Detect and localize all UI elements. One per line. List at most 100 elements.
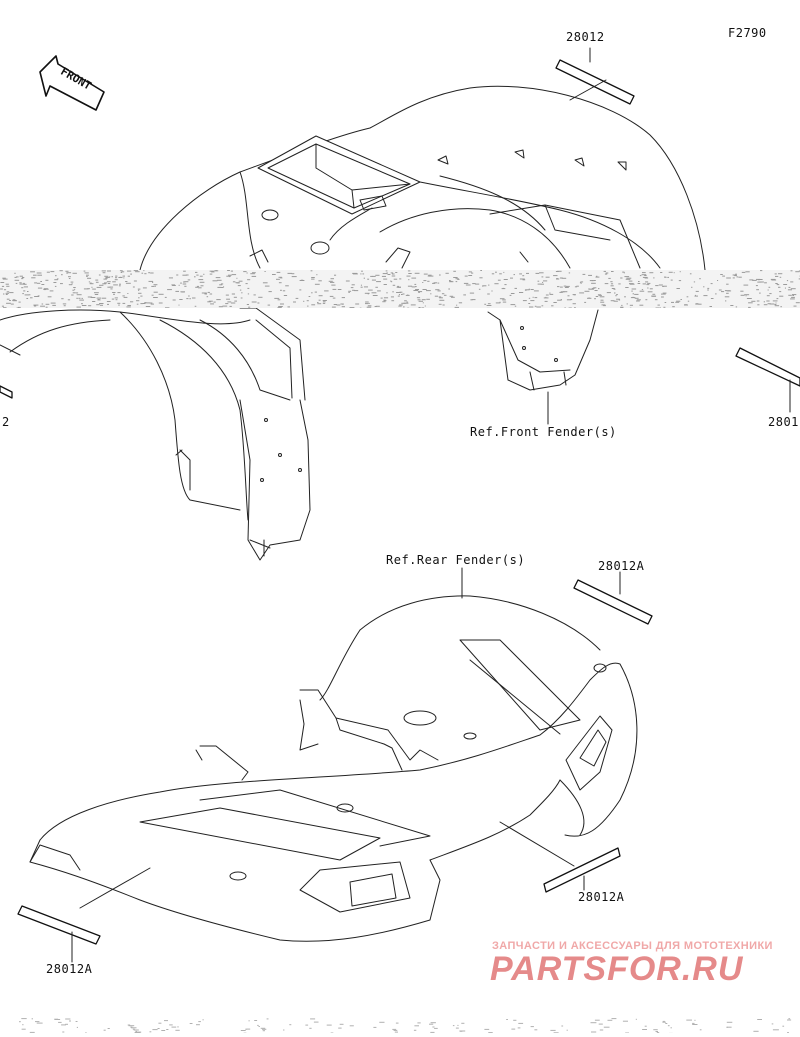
noise-speck [450,296,454,297]
noise-speck [417,297,420,298]
noise-speck [211,271,214,272]
noise-speck [535,306,537,307]
noise-speck [515,306,516,307]
noise-speck [684,304,687,305]
noise-speck [506,1019,508,1020]
noise-speck [636,1019,637,1020]
noise-speck [415,273,420,274]
noise-speck [645,281,648,282]
noise-speck [518,1023,523,1024]
noise-speck [169,1024,173,1025]
noise-speck [324,290,329,291]
noise-speck [54,279,58,280]
noise-speck [408,270,410,271]
noise-speck [226,295,229,296]
label-top-decal: 28012 [566,30,605,44]
noise-speck [122,295,124,296]
noise-speck [278,307,282,308]
noise-speck [573,303,576,304]
noise-speck [647,288,648,289]
noise-speck [221,283,223,284]
noise-speck [300,280,305,281]
noise-speck [661,297,664,298]
noise-speck [424,274,428,275]
noise-speck [394,279,398,280]
noise-speck [95,294,98,295]
noise-speck [117,303,120,304]
noise-speck [58,1022,62,1023]
noise-speck [21,287,23,288]
noise-speck [229,276,230,277]
noise-speck [195,272,197,273]
noise-speck [186,298,188,299]
noise-speck [92,289,96,290]
noise-speck [686,1020,692,1021]
noise-speck [470,293,474,294]
noise-speck [231,271,233,272]
noise-speck [318,280,321,281]
noise-speck [158,1028,160,1029]
noise-speck [237,282,240,283]
noise-speck [622,272,624,273]
noise-speck [600,302,604,303]
noise-speck [439,297,443,298]
noise-speck [16,276,19,277]
noise-speck [226,299,230,300]
noise-speck [213,280,218,281]
noise-speck [219,284,222,285]
noise-speck [757,282,761,283]
noise-speck [423,302,424,303]
noise-speck [133,287,135,288]
noise-speck [241,298,243,299]
noise-speck [790,298,795,299]
noise-speck [84,271,86,272]
noise-speck [154,292,158,293]
noise-speck [545,301,548,302]
noise-speck [292,273,295,274]
noise-speck [222,306,227,307]
ref-rear-fender: Ref.Rear Fender(s) [386,553,525,567]
noise-speck [67,272,72,273]
noise-speck [243,271,246,272]
noise-speck [624,296,626,297]
noise-speck [307,306,308,307]
noise-speck [377,290,381,291]
noise-speck [703,295,707,296]
noise-speck [180,291,185,292]
noise-speck [151,286,154,287]
noise-speck [79,300,84,301]
noise-speck [422,299,426,300]
noise-speck [192,298,196,299]
noise-speck [203,1019,204,1020]
noise-speck [662,1022,666,1023]
noise-speck [310,1018,315,1019]
noise-speck [427,281,429,282]
noise-speck [421,307,424,308]
noise-speck [415,286,417,287]
noise-speck [611,285,614,286]
noise-speck [414,1025,419,1026]
noise-speck [604,271,606,272]
noise-speck [399,304,403,305]
noise-speck [82,298,83,299]
noise-speck [775,283,777,284]
noise-speck [407,276,411,277]
noise-speck [581,283,582,284]
noise-speck [608,278,610,279]
noise-speck [663,307,665,308]
noise-speck [376,281,381,282]
noise-speck [423,289,427,290]
noise-speck [196,275,198,276]
noise-speck [19,1021,21,1022]
noise-speck [117,292,120,293]
noise-speck [414,284,416,285]
noise-speck [34,282,37,283]
noise-speck [621,305,622,306]
noise-speck [707,288,709,289]
noise-speck [195,287,198,288]
noise-speck [696,291,699,292]
noise-speck [134,270,138,271]
noise-speck [779,291,781,292]
noise-speck [745,271,749,272]
noise-speck [487,305,492,306]
